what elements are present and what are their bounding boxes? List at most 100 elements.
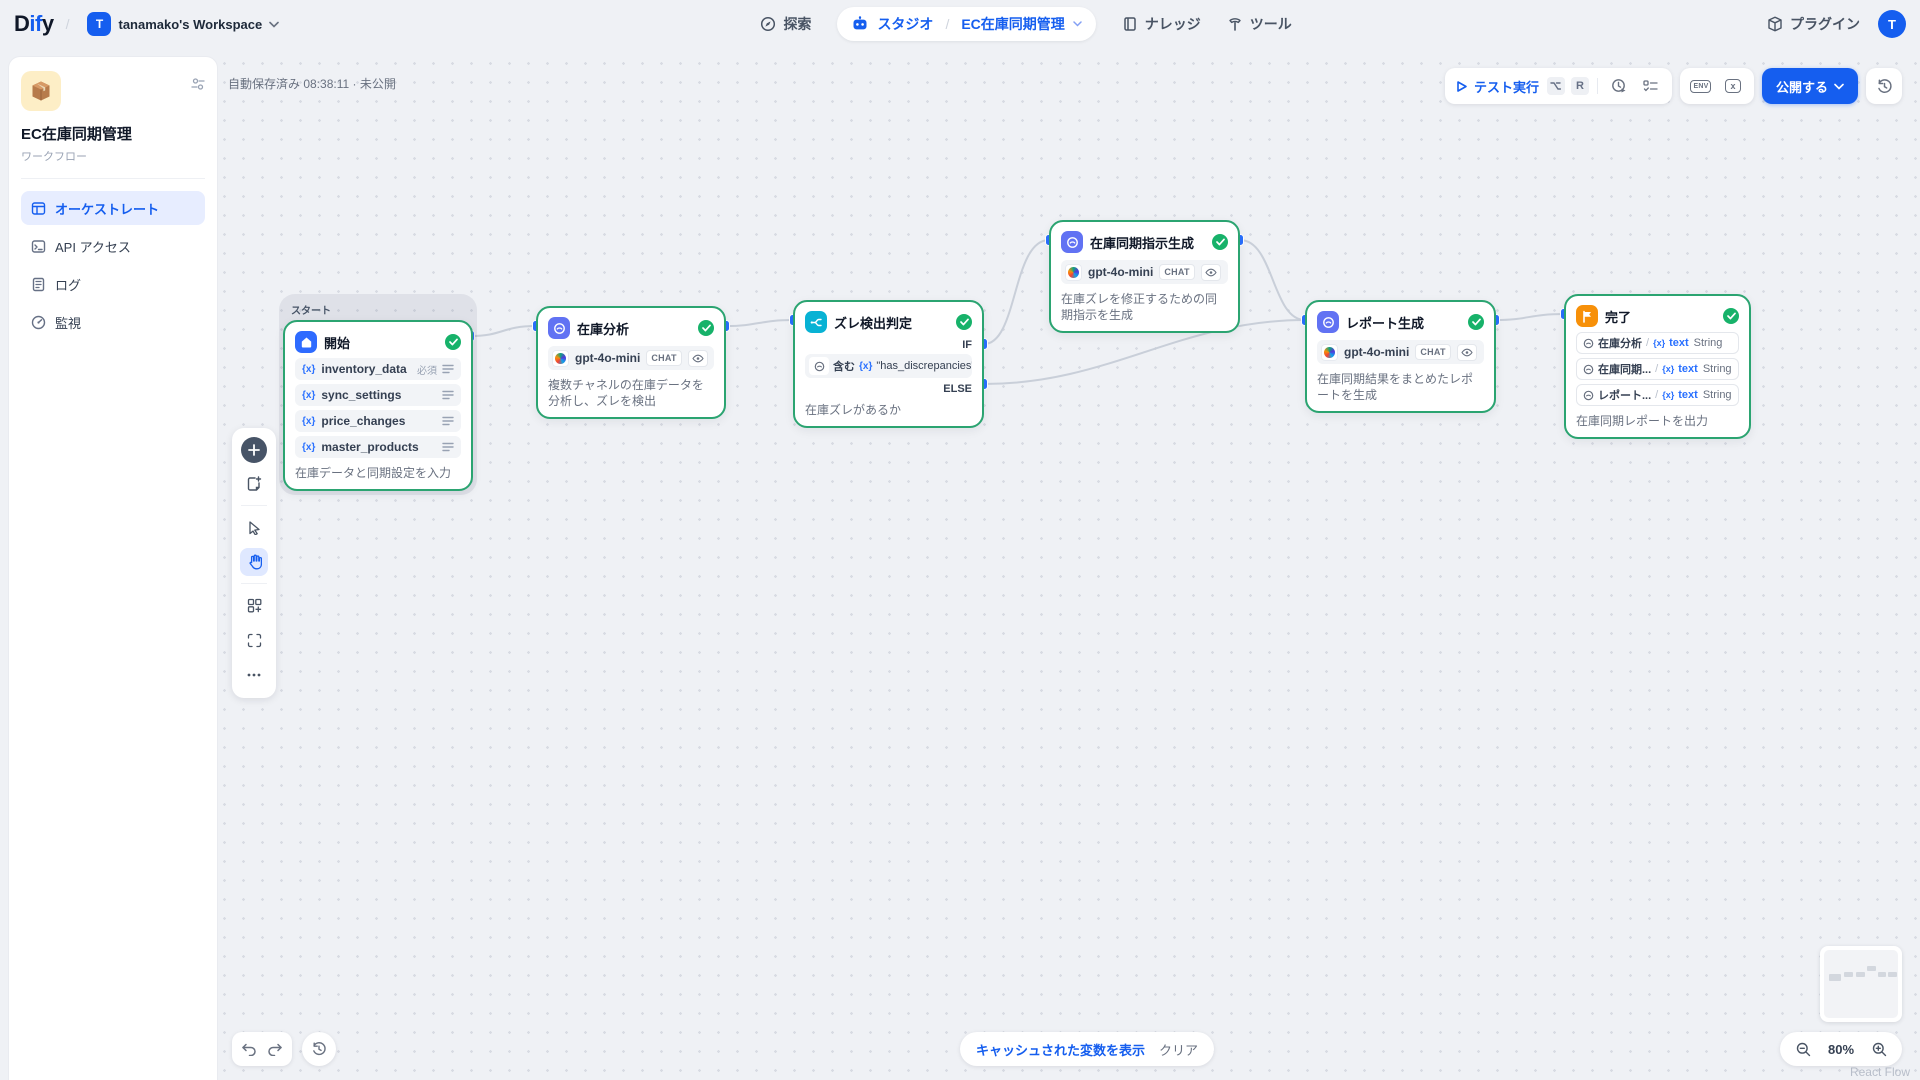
canvas-tools-panel — [232, 428, 276, 698]
node-start[interactable]: 開始 {x} inventory_data 必須 {x} sync_settin… — [283, 320, 473, 492]
workflow-canvas[interactable] — [0, 48, 1920, 1080]
more-options-button[interactable] — [240, 661, 268, 689]
package-icon — [32, 81, 50, 101]
hand-tool-button[interactable] — [240, 548, 268, 576]
terminal-icon — [31, 239, 46, 253]
sidebar-settings-icon[interactable] — [191, 77, 205, 91]
end-flag-icon — [1576, 305, 1598, 327]
zoom-out-button[interactable] — [1790, 1036, 1816, 1062]
clock-play-icon — [1612, 79, 1626, 93]
variable-icon: {x} — [302, 363, 316, 375]
react-flow-watermark: React Flow — [1849, 1065, 1910, 1079]
add-node-button[interactable] — [241, 437, 267, 463]
start-node-group: スタート 開始 {x} inventory_data 必須 {x} sync_s… — [279, 294, 477, 496]
note-plus-icon — [247, 476, 262, 491]
node-caption: 在庫ズレを修正するための同期指示を生成 — [1061, 292, 1218, 323]
undo-button[interactable] — [236, 1036, 262, 1062]
variable-icon: {x} — [302, 441, 316, 453]
node-end[interactable]: 完了 在庫分析 / {x} text String 在庫同期... / {x} … — [1564, 294, 1751, 440]
node-report-generation[interactable]: レポート生成 gpt-4o-mini CHAT 在庫同期結果をまとめたレポートを… — [1305, 300, 1496, 414]
log-document-icon — [32, 277, 45, 291]
app-type: ワークフロー — [21, 151, 87, 163]
nav-tools[interactable]: ツール — [1227, 14, 1292, 34]
sidebar-item-orchestrate[interactable]: オーケストレート — [21, 191, 205, 225]
test-run-button[interactable]: テスト実行 — [1453, 77, 1541, 96]
workspace-avatar: T — [87, 12, 112, 36]
plugin-box-icon — [1768, 16, 1782, 32]
zoom-in-button[interactable] — [1866, 1036, 1892, 1062]
checklist-icon — [1643, 80, 1659, 92]
pointer-tool-button[interactable] — [240, 513, 268, 541]
logo-separator: / — [65, 16, 70, 32]
node-sync-instruction[interactable]: 在庫同期指示生成 gpt-4o-mini CHAT 在庫ズレを修正するための同期… — [1049, 220, 1240, 334]
app-icon — [21, 71, 61, 111]
success-check-icon — [445, 334, 461, 350]
checklist-button[interactable] — [1638, 73, 1664, 99]
node-inventory-analysis[interactable]: 在庫分析 gpt-4o-mini CHAT 複数チャネルの在庫データを分析し、ズ… — [536, 306, 726, 420]
chat-badge: CHAT — [1415, 344, 1451, 360]
branch-icon — [805, 311, 827, 333]
publish-button[interactable]: 公開する — [1761, 68, 1858, 104]
node-caption: 在庫データと同期設定を入力 — [295, 466, 452, 480]
variable-icon: x — [1724, 79, 1741, 93]
if-label: IF — [962, 339, 972, 351]
undo-icon — [242, 1043, 256, 1056]
nav-studio: スタジオ — [877, 16, 934, 32]
paragraph-icon — [442, 416, 454, 426]
node-caption: 在庫ズレがあるか — [805, 403, 902, 417]
organize-blocks-button[interactable] — [240, 591, 268, 619]
llm-icon — [1317, 311, 1339, 333]
sidebar-item-monitoring[interactable]: 監視 — [21, 305, 205, 339]
llm-icon — [548, 317, 570, 339]
fit-view-button[interactable] — [240, 626, 268, 654]
gauge-icon — [31, 315, 46, 329]
zoom-controls: 80% — [1780, 1032, 1902, 1066]
hammer-icon — [1229, 18, 1241, 31]
sidebar-item-api-access[interactable]: API アクセス — [21, 229, 205, 263]
add-note-button[interactable] — [240, 470, 268, 498]
variable-icon: {x} — [1662, 390, 1675, 400]
change-history-button[interactable] — [302, 1032, 336, 1066]
redo-button[interactable] — [262, 1036, 288, 1062]
eye-icon — [1200, 263, 1221, 281]
success-check-icon — [698, 320, 714, 336]
main-area: 自動保存済み 08:38:11 · 未公開 テスト実行 R ENV x 公開する — [0, 48, 1920, 1080]
paragraph-icon — [442, 364, 454, 374]
nav-explore[interactable]: 探索 — [760, 14, 811, 34]
nav-knowledge[interactable]: ナレッジ — [1122, 14, 1201, 34]
source-node-icon — [1583, 338, 1594, 349]
version-history-button[interactable] — [1866, 68, 1902, 104]
explore-icon — [761, 16, 776, 32]
node-title: ズレ検出判定 — [834, 315, 913, 331]
source-node-icon — [1583, 390, 1594, 401]
node-discrepancy-check[interactable]: ズレ検出判定 IF 含む {x} "has_discrepancies": tr… — [793, 300, 984, 429]
nav-studio-pill[interactable]: スタジオ / EC在庫同期管理 — [837, 7, 1096, 41]
divider — [241, 505, 267, 506]
node-caption: 複数チャネルの在庫データを分析し、ズレを検出 — [548, 378, 704, 409]
divider — [241, 583, 267, 584]
success-check-icon — [1723, 308, 1739, 324]
node-title: レポート生成 — [1346, 315, 1425, 331]
workspace-switcher[interactable]: T tanamako's Workspace — [81, 8, 285, 40]
divider — [1596, 78, 1598, 94]
history-icon — [313, 1042, 326, 1056]
variable-inspector-button[interactable]: x — [1720, 73, 1746, 99]
show-cached-variables-button[interactable]: キャッシュされた変数を表示 — [976, 1042, 1146, 1058]
env-button[interactable]: ENV — [1688, 73, 1714, 99]
run-history-button[interactable] — [1606, 73, 1632, 99]
env-pill: ENV x — [1679, 68, 1754, 104]
clear-button[interactable]: クリア — [1159, 1042, 1199, 1058]
minimap[interactable] — [1820, 946, 1902, 1022]
hand-icon — [248, 554, 262, 570]
sidebar-item-logs[interactable]: ログ — [21, 267, 205, 301]
openai-icon — [552, 349, 569, 367]
breadcrumb-app-name: EC在庫同期管理 — [961, 16, 1065, 32]
paragraph-icon — [442, 390, 454, 400]
group-label: スタート — [291, 306, 331, 317]
r-key: R — [1570, 77, 1589, 95]
nav-plugins[interactable]: プラグイン — [1767, 14, 1860, 34]
ellipsis-icon — [247, 673, 261, 677]
user-avatar[interactable]: T — [1878, 10, 1906, 38]
